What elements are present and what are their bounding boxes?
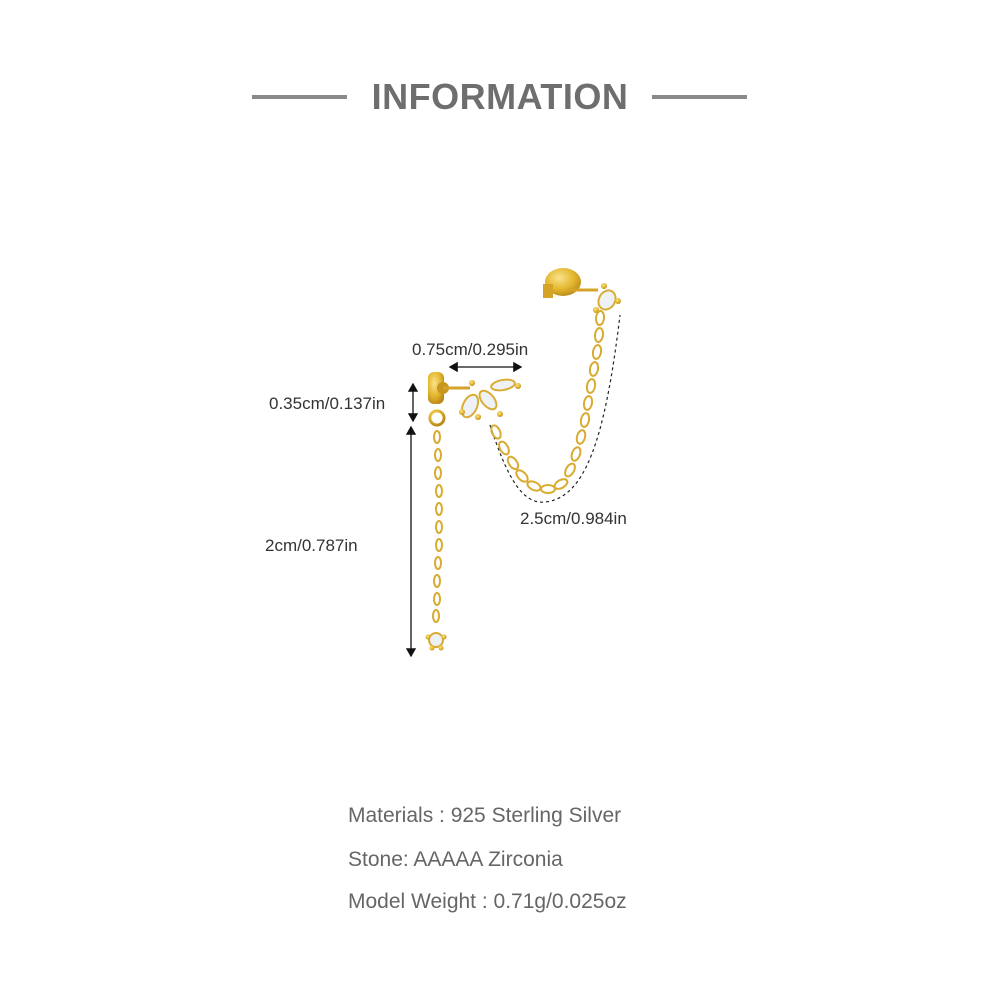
spec-materials: Materials : 925 Sterling Silver: [348, 804, 622, 827]
stud-height-label: 0.35cm/0.137in: [269, 394, 386, 413]
drop-length-label: 2cm/0.787in: [265, 536, 358, 555]
stud-width-label: 0.75cm/0.295in: [412, 340, 529, 359]
drop-stone: [425, 632, 447, 651]
chain-length-label: 2.5cm/0.984in: [520, 509, 627, 528]
spec-weight: Model Weight : 0.71g/0.025oz: [348, 890, 627, 913]
chain-dashed-curve: [489, 314, 621, 503]
left-stud: [428, 372, 521, 427]
connecting-chain: [490, 310, 606, 494]
header-rule-left: [252, 95, 347, 99]
spec-stone: Stone: AAAAA Zirconia: [348, 848, 563, 871]
header-rule-right: [652, 95, 747, 99]
right-stud: [543, 268, 621, 313]
drop-chain: [432, 430, 443, 623]
page-title: INFORMATION: [371, 76, 629, 117]
